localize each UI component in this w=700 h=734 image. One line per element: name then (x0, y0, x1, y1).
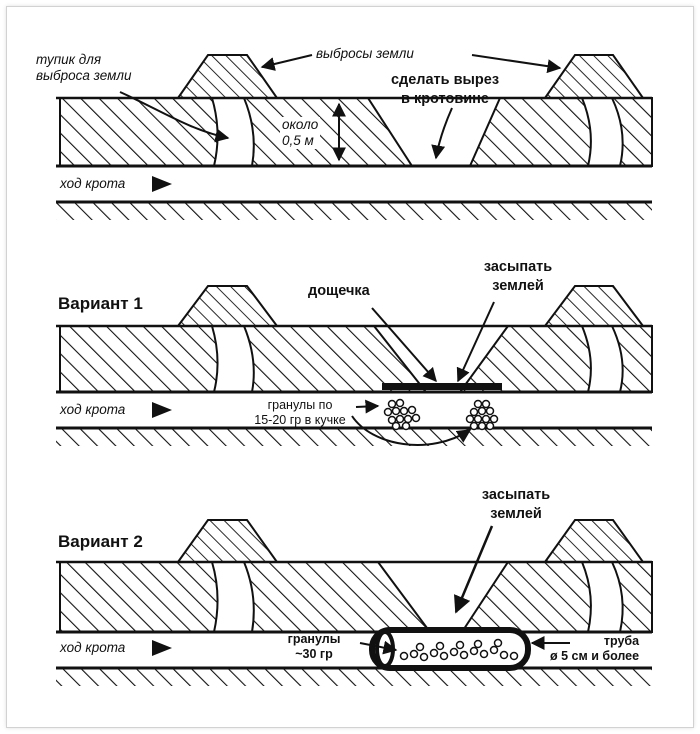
dead-end-label: тупик для выброса земли (36, 52, 132, 83)
panel-3 (56, 519, 653, 686)
granule-pile-right (465, 399, 499, 431)
variant-1-title: Вариант 1 (58, 294, 143, 313)
pipe (369, 627, 531, 671)
mole-arrow-1 (152, 176, 172, 192)
spoil-label: выбросы земли (316, 46, 414, 61)
mole-arrow-2 (152, 402, 172, 418)
spoil-mound-right (543, 54, 645, 99)
board (382, 383, 502, 390)
mole-path-label-1: ход крота (60, 176, 126, 191)
variant-2-title: Вариант 2 (58, 532, 143, 551)
spoil-mound-left (176, 54, 279, 99)
cut-arrow (431, 107, 453, 160)
spoil-arrow-right (471, 54, 562, 74)
vertical-burrow-left (210, 97, 255, 167)
bottom-soil-1 (56, 202, 652, 220)
cut-label: сделать вырез в кротовине (390, 72, 500, 107)
granules-label-2: гранулы ~30 гр (287, 632, 341, 661)
board-label: дощечка (308, 283, 370, 299)
mole-path-label-2: ход крота (60, 402, 126, 417)
granules-in-pipe (399, 638, 519, 662)
mole-path-label-3: ход крота (60, 640, 126, 655)
panel-2 (56, 285, 653, 446)
fill-label-1: засыпать землей (483, 259, 553, 294)
spoil-mound-left-2 (176, 285, 279, 327)
dead-end-arrow (119, 91, 230, 143)
granules-label-1: гранулы по 15-20 гр в кучке (254, 398, 346, 427)
spoil-arrow-left (260, 54, 313, 71)
pipe-label: труба ø 5 см и более (550, 634, 640, 663)
granule-pile-left (383, 398, 421, 431)
panel-1 (56, 54, 653, 220)
soil-layer-right-2 (458, 325, 653, 393)
soil-layer-right-3 (460, 561, 653, 633)
mole-arrow-3 (152, 640, 172, 656)
depth-label: около 0,5 м (280, 117, 321, 149)
fill-label-2: засыпать землей (481, 487, 551, 522)
